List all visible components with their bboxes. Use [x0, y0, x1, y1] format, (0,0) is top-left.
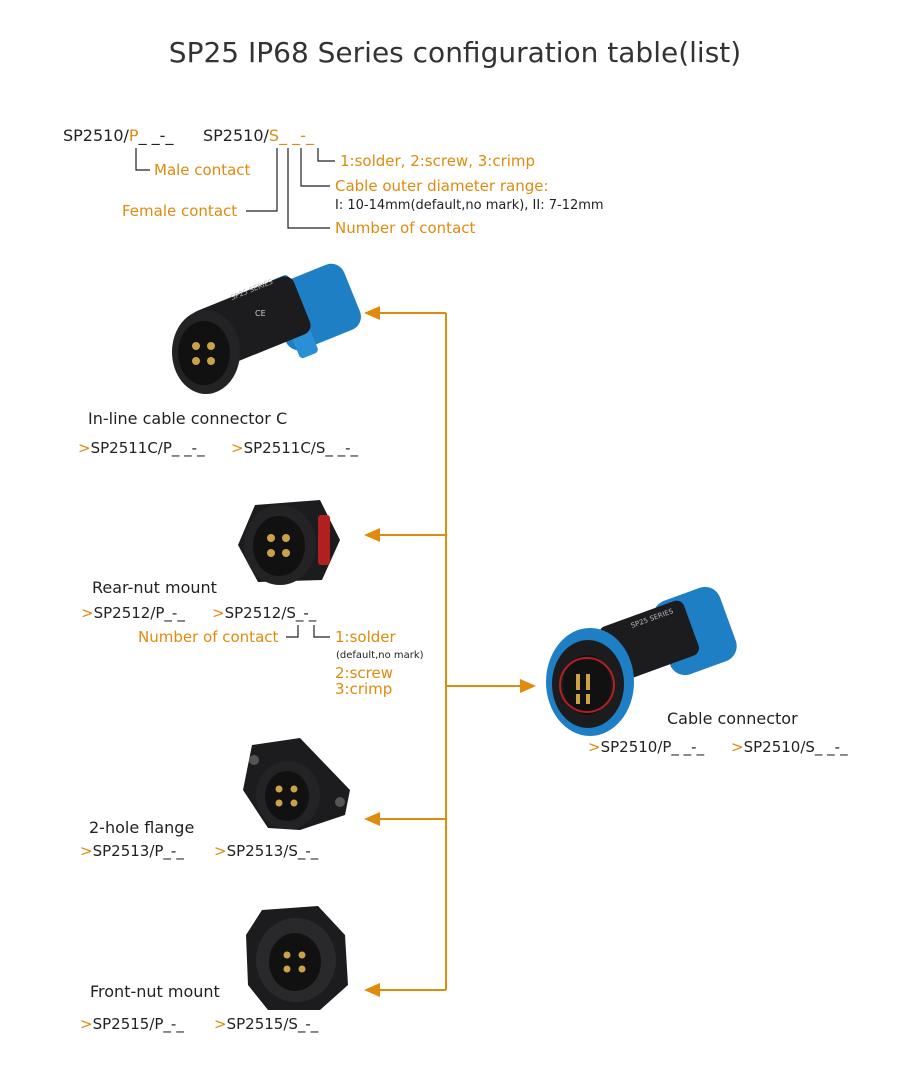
inline-code-p: >SP2511C/P_ _-_	[78, 439, 205, 457]
arrow-head-cable	[520, 679, 536, 693]
female-code: SP2510/S_ _-_	[203, 126, 314, 145]
flange-name: 2-hole flange	[89, 818, 195, 837]
rear-nut-contact-label: Number of contact	[138, 628, 279, 646]
front-nut-connector-image	[246, 906, 348, 1010]
rear-nut-code-s-text: SP2512/S_-_	[224, 604, 317, 622]
cable-name: Cable connector	[667, 709, 798, 728]
female-code-letter: S	[268, 126, 280, 145]
flange-connector-image	[243, 738, 350, 830]
rear-nut-solder: 1:solder	[335, 628, 396, 646]
front-nut-code-s-text: SP2515/S_-_	[226, 1015, 319, 1033]
cable-code-s-text: SP2510/S_ _-_	[743, 738, 848, 756]
flange-code-s-marker: >	[214, 842, 227, 860]
rear-termination-leader	[313, 625, 330, 638]
contact-count-leader	[287, 148, 330, 229]
cable-range-detail: I: 10-14mm(default,no mark), II: 7-12mm	[335, 198, 604, 213]
front-nut-name: Front-nut mount	[90, 982, 220, 1001]
arrow-head-flange	[364, 812, 380, 826]
rear-nut-code-p: >SP2512/P_-_	[81, 604, 185, 622]
cable-code-p-marker: >	[588, 738, 601, 756]
inline-connector-image: SP25 SERIES CE	[172, 263, 361, 394]
flange-code-s-text: SP2513/S_-_	[226, 842, 319, 860]
male-leader	[135, 148, 150, 171]
page-title: SP25 IP68 Series configuration table(lis…	[168, 36, 742, 69]
termination-label: 1:solder, 2:screw, 3:crimp	[340, 152, 536, 170]
front-nut-code-p-marker: >	[80, 1015, 93, 1033]
cable-range-title: Cable outer diameter range:	[335, 177, 549, 195]
rear-nut-code-s-marker: >	[212, 604, 225, 622]
flange-code-p-text: SP2513/P_-_	[92, 842, 184, 860]
cable-code-p-text: SP2510/P_ _-_	[600, 738, 705, 756]
inline-code-s: >SP2511C/S_ _-_	[231, 439, 358, 457]
rear-nut-solder-note: (default,no mark)	[336, 650, 424, 661]
cable-code-p: >SP2510/P_ _-_	[588, 738, 704, 756]
inline-code-p-text: SP2511C/P_ _-_	[90, 439, 205, 457]
arrow-head-front	[364, 983, 380, 997]
male-code-prefix: SP2510/	[63, 126, 129, 145]
rear-nut-name: Rear-nut mount	[92, 578, 217, 597]
front-nut-code-s: >SP2515/S_-_	[214, 1015, 318, 1033]
front-nut-code-s-marker: >	[214, 1015, 227, 1033]
termination-leader	[317, 148, 335, 162]
male-code-suffix: _ _-_	[138, 126, 174, 145]
male-code: SP2510/P_ _-_	[63, 126, 173, 145]
bracket-lines	[378, 312, 524, 991]
rear-nut-connector-image	[238, 500, 340, 585]
legend-leaders	[135, 148, 335, 638]
inline-code-s-text: SP2511C/S_ _-_	[243, 439, 359, 457]
front-nut-code-p: >SP2515/P_-_	[80, 1015, 184, 1033]
male-contact-label: Male contact	[154, 161, 251, 179]
male-code-letter: P	[128, 126, 139, 145]
female-code-suffix: _ _-_	[279, 126, 314, 145]
inline-ce-mark: CE	[255, 309, 266, 318]
female-contact-label: Female contact	[122, 202, 238, 220]
number-of-contact-label: Number of contact	[335, 219, 476, 237]
arrow-heads	[364, 306, 536, 997]
inline-name: In-line cable connector C	[88, 409, 288, 428]
rear-nut-crimp: 3:crimp	[335, 680, 393, 698]
front-nut-code-p-text: SP2515/P_-_	[92, 1015, 184, 1033]
rear-nut-code-p-text: SP2512/P_-_	[93, 604, 185, 622]
cable-code-s-marker: >	[731, 738, 744, 756]
cable-code-s: >SP2510/S_ _-_	[731, 738, 848, 756]
rear-contact-leader	[286, 625, 299, 638]
rear-nut-screw: 2:screw	[335, 664, 393, 682]
arrow-head-rear	[364, 528, 380, 542]
arrow-head-inline	[364, 306, 380, 320]
flange-code-p-marker: >	[80, 842, 93, 860]
flange-code-p: >SP2513/P_-_	[80, 842, 184, 860]
female-leader	[246, 148, 278, 212]
female-code-prefix: SP2510/	[203, 126, 269, 145]
flange-code-s: >SP2513/S_-_	[214, 842, 318, 860]
cable-range-leader	[300, 148, 330, 187]
rear-nut-code-p-marker: >	[81, 604, 94, 622]
rear-nut-code-s: >SP2512/S_-_	[212, 604, 316, 622]
inline-code-p-marker: >	[78, 439, 91, 457]
inline-code-s-marker: >	[231, 439, 244, 457]
